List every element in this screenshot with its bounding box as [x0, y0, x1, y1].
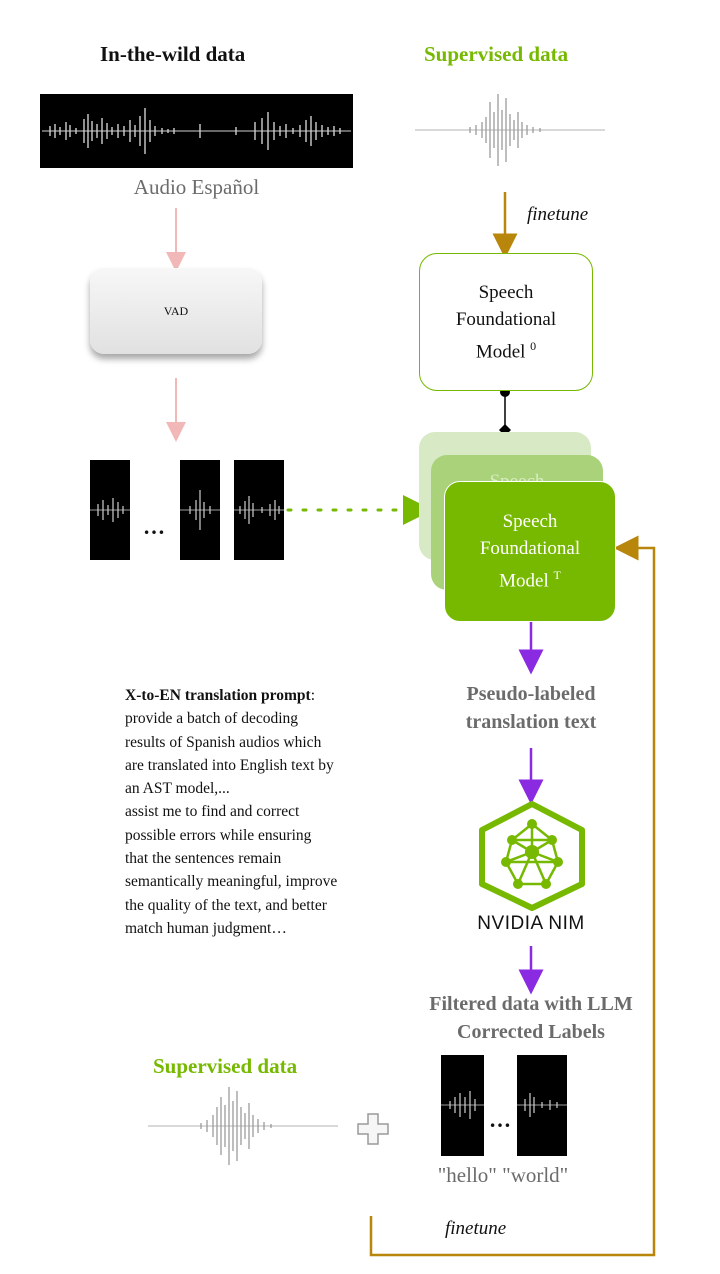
prompt-line: the quality of the text, and better	[125, 896, 327, 914]
modelT-line3: Model	[499, 570, 549, 592]
prompt-line: an AST model,...	[125, 780, 230, 798]
supervised-data-title: Supervised data	[424, 42, 569, 66]
pseudo-line2: translation text	[465, 711, 597, 733]
model0-line3: Model	[475, 341, 526, 363]
waveform-icon	[441, 1091, 484, 1119]
speech-model-0-box: Speech Foundational Model 0	[419, 253, 593, 391]
audio-waveform-banner	[40, 94, 353, 168]
pseudo-labeled-label: Pseudo-labeled translation text	[411, 680, 651, 736]
segments-ellipsis: …	[143, 514, 165, 539]
prompt-line: assist me to find and correct	[125, 803, 300, 821]
hello-world-label: "hello" "world"	[437, 1163, 569, 1187]
audio-segment-1	[90, 460, 130, 560]
model0-line1: Speech	[478, 281, 534, 303]
speech-model-t-label: Speech Foundational Model T	[480, 508, 580, 594]
corrected-ellipsis: …	[489, 1107, 511, 1132]
modelT-line1: Speech	[502, 511, 558, 533]
arrow-finetune-loop	[369, 535, 656, 1257]
modelT-line2: Foundational	[479, 538, 581, 560]
prompt-heading-colon: :	[310, 687, 316, 704]
waveform-icon	[42, 108, 351, 154]
bottom-supervised-title: Supervised data	[153, 1054, 298, 1078]
translation-prompt: X-to-EN translation prompt: provide a ba…	[125, 684, 375, 940]
vad-box: VAD	[90, 268, 262, 354]
audio-segment-2	[180, 460, 220, 560]
corrected-clip-2	[517, 1055, 567, 1156]
waveform-icon	[180, 490, 220, 530]
speech-model-0-label: Speech Foundational Model 0	[456, 279, 556, 365]
finetune-bottom-label: finetune	[445, 1218, 507, 1239]
prompt-line: match human judgment…	[125, 919, 287, 937]
prompt-line: provide a batch of decoding	[125, 710, 299, 728]
model0-superscript: 0	[530, 338, 537, 353]
pseudo-line1: Pseudo-labeled	[466, 683, 596, 705]
waveform-icon	[90, 498, 130, 522]
nvidia-nim-logo-icon	[479, 801, 585, 911]
prompt-line: semantically meaningful, improve	[125, 873, 338, 891]
audio-segment-3	[234, 460, 284, 560]
finetune-top-label: finetune	[527, 204, 589, 225]
audio-espanol-label: Audio Español	[133, 175, 260, 199]
modelT-superscript: T	[553, 568, 561, 583]
plus-icon: +	[357, 1113, 389, 1145]
prompt-heading: X-to-EN translation prompt	[125, 687, 311, 704]
vad-label: VAD	[163, 303, 189, 318]
bottom-supervised-waveform-icon	[148, 1087, 338, 1165]
waveform-icon	[234, 496, 284, 524]
nvidia-nim-label: NVIDIA NIM	[477, 913, 585, 934]
filtered-data-label: Filtered data with LLM Corrected Labels	[400, 990, 662, 1046]
corrected-clip-1	[441, 1055, 484, 1156]
supervised-waveform-icon	[415, 94, 605, 166]
speech-model-t-box: Speech Foundational Model T	[444, 481, 616, 622]
filtered-line1: Filtered data with LLM	[429, 993, 633, 1015]
filtered-line2: Corrected Labels	[457, 1021, 605, 1043]
prompt-line: possible errors while ensuring	[125, 826, 312, 844]
model0-line2: Foundational	[455, 308, 557, 330]
in-the-wild-title: In-the-wild data	[100, 42, 246, 66]
waveform-icon	[517, 1093, 567, 1117]
prompt-line: are translated into English text by	[125, 756, 334, 774]
prompt-line: that the sentences remain	[125, 850, 282, 868]
prompt-line: results of Spanish audios which	[125, 733, 322, 751]
